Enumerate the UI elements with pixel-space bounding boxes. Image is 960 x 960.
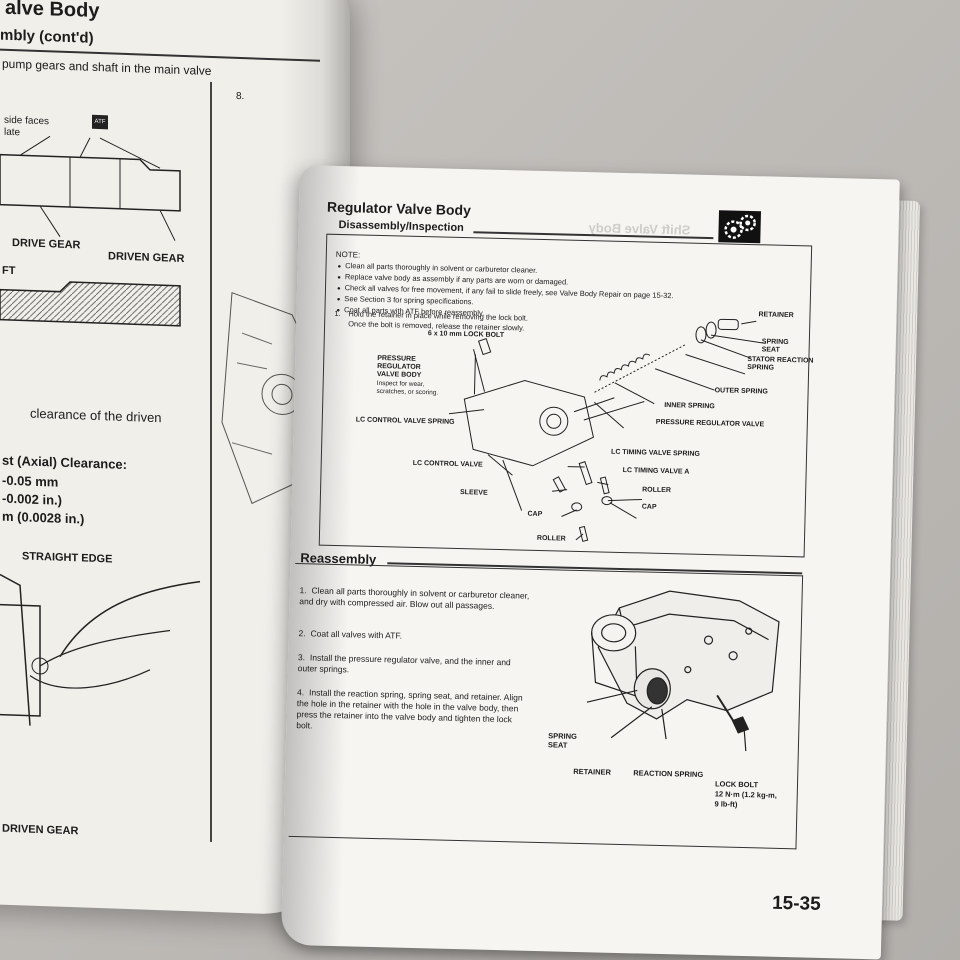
spring-seat-label-reassembly: SPRING SEAT xyxy=(547,731,577,750)
sleeve-label: SLEEVE xyxy=(459,489,488,497)
spec-line-1: st (Axial) Clearance: xyxy=(2,452,127,473)
retainer-label-reassembly: RETAINER xyxy=(573,766,612,777)
step-1-number: 1. xyxy=(334,308,341,319)
step-text: Install the pressure regulator valve, an… xyxy=(297,652,511,675)
step-number: 1. xyxy=(299,585,307,596)
driven-gear-bottom-label: DRIVEN GEAR xyxy=(2,822,79,838)
torque-spec-line-1: 12 N·m (1.2 kg-m, xyxy=(714,789,777,800)
driven-gear-label: DRIVEN GEAR xyxy=(108,250,185,266)
spec-line-2: -0.05 mm xyxy=(2,472,59,490)
spec-line-4: m (0.0028 in.) xyxy=(2,508,85,527)
side-faces-label: side faces xyxy=(4,114,50,128)
step-text: Coat all valves with ATF. xyxy=(310,628,403,641)
spring-seat-label: SPRING SEAT xyxy=(761,338,789,354)
left-page-subtitle: mbly (cont'd) xyxy=(0,26,94,47)
straight-edge-label: STRAIGHT EDGE xyxy=(22,550,113,566)
drive-gear-label: DRIVE GEAR xyxy=(12,237,81,252)
cap-label-2: CAP xyxy=(527,510,543,519)
exploded-valve-diagram xyxy=(448,318,766,542)
hand-straight-edge-illustration xyxy=(0,573,201,726)
clearance-text: clearance of the driven xyxy=(30,405,162,426)
inner-spring-label: INNER SPRING xyxy=(664,401,715,411)
left-page-title: alve Body xyxy=(5,0,100,23)
roller-label-2: ROLLER xyxy=(536,534,566,543)
prv-body-label: PRESSURE REGULATOR VALVE BODY xyxy=(376,354,422,380)
roller-label: ROLLER xyxy=(642,486,672,495)
cap-label: CAP xyxy=(641,503,657,511)
page-number: 15-35 xyxy=(771,892,821,915)
reassembly-step: 4.Install the reaction spring, spring se… xyxy=(296,687,527,737)
retainer-label: RETAINER xyxy=(758,311,794,320)
left-page: alve Body mbly (cont'd) pump gears and s… xyxy=(0,0,350,917)
shaft-diagram xyxy=(0,281,181,327)
lock-bolt-label-reassembly: LOCK BOLT xyxy=(714,779,759,790)
right-page: Shift Valve Body Regulator Valve Body Di… xyxy=(280,165,900,960)
stator-reaction-spring-label: STATOR REACTION SPRING xyxy=(747,355,814,372)
reaction-spring-label: REACTION SPRING xyxy=(633,768,704,780)
atf-icon: ATF xyxy=(92,114,108,130)
gears-icon xyxy=(718,210,762,244)
note-title: NOTE: xyxy=(335,249,361,260)
torque-spec-line-2: 9 lb-ft) xyxy=(714,799,738,809)
step-8-number: 8. xyxy=(236,90,245,103)
valve-body-reassembly-diagram xyxy=(586,590,780,752)
shaft-label: FT xyxy=(2,264,16,278)
pump-gear-diagram xyxy=(0,135,181,241)
step-number: 2. xyxy=(298,628,306,639)
step-number: 4. xyxy=(296,687,305,698)
spec-line-3: -0.002 in.) xyxy=(2,490,62,508)
step-text: Install the reaction spring, spring seat… xyxy=(296,687,523,731)
outer-spring-label: OUTER SPRING xyxy=(714,387,768,396)
step-number: 3. xyxy=(297,652,306,663)
prv-body-note: Inspect for wear, scratches, or scoring. xyxy=(376,379,439,397)
step-text: Clean all parts thoroughly in solvent or… xyxy=(299,585,530,611)
left-intro-text: pump gears and shaft in the main valve xyxy=(2,56,212,78)
